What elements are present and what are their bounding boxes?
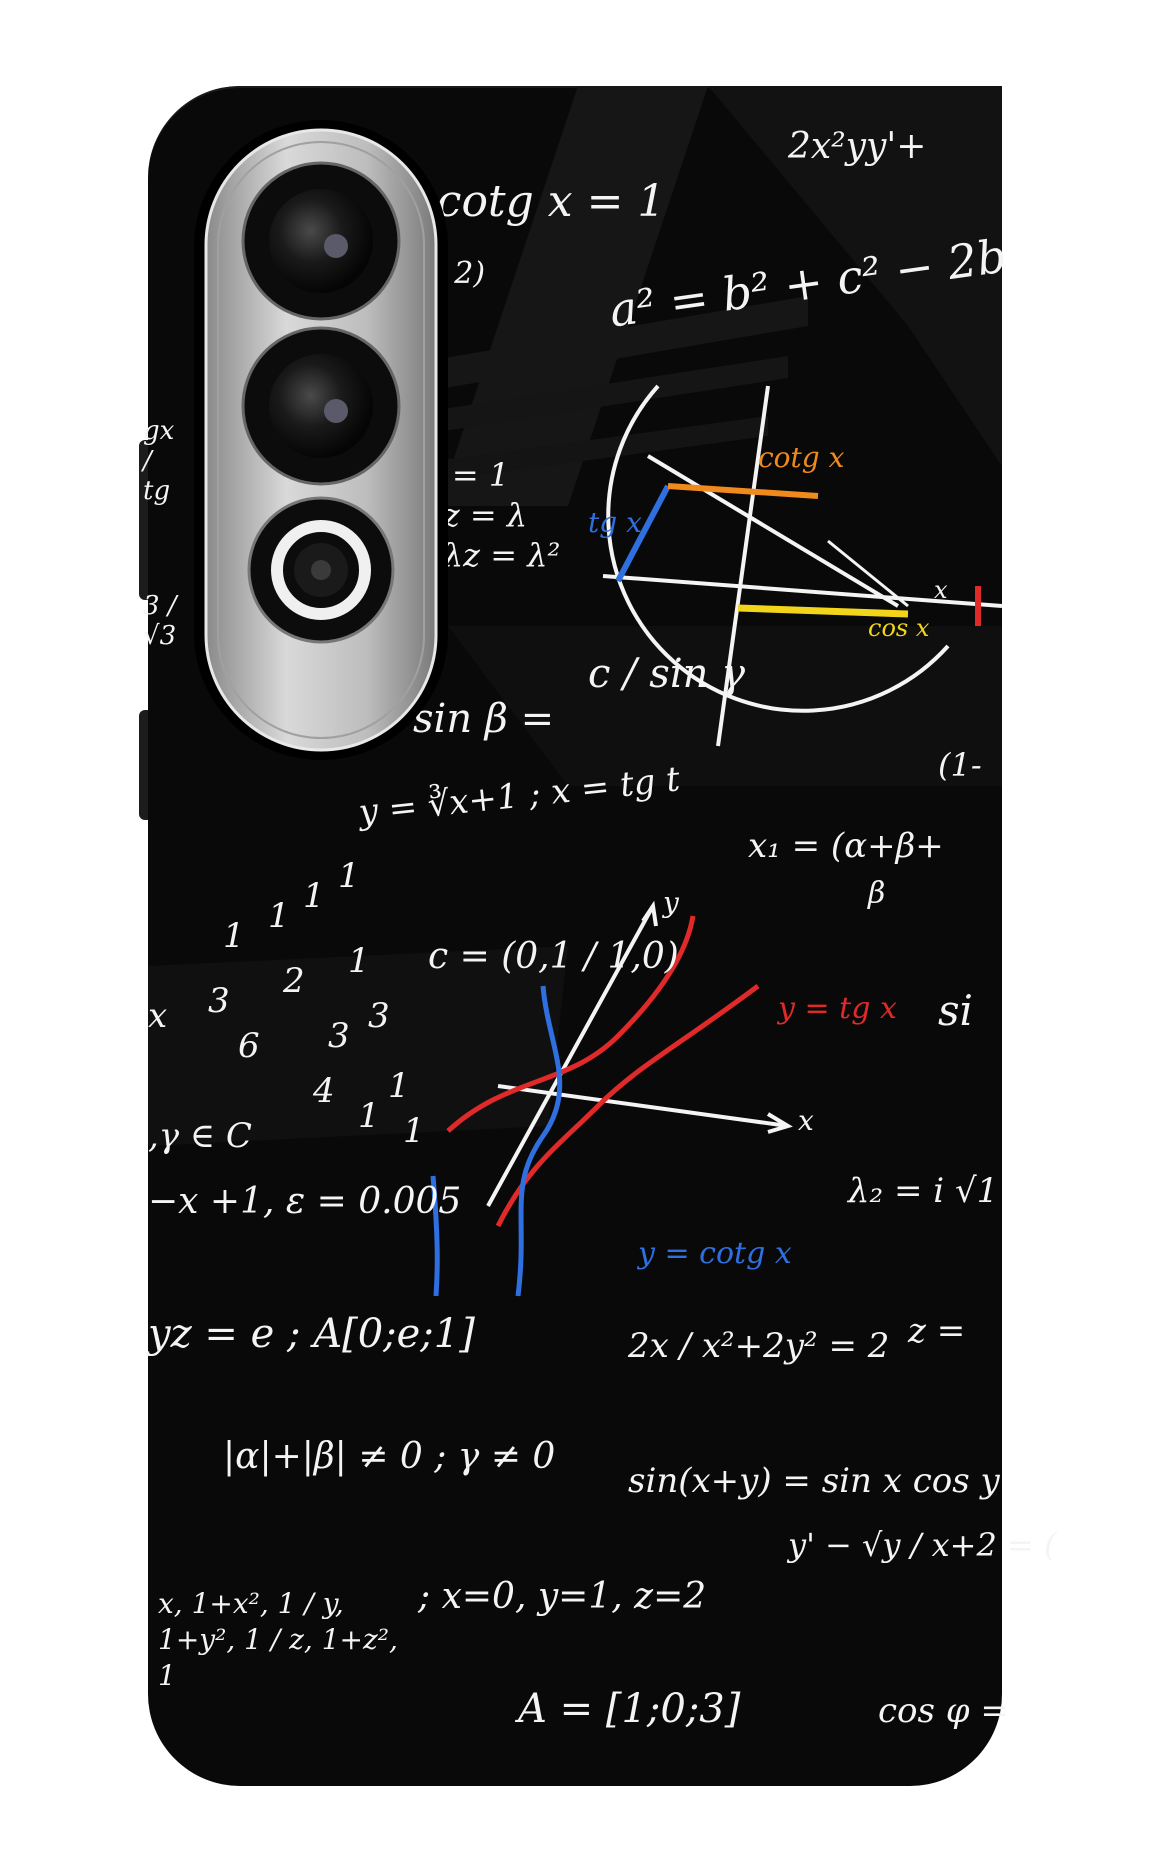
- digit: 1: [348, 941, 370, 981]
- equation: ,γ ∈ C: [148, 1116, 252, 1156]
- equation: −x +1, ε = 0.005: [148, 1181, 462, 1222]
- equation: x₁ = (α+β+: [748, 826, 944, 866]
- digit: 1: [303, 876, 325, 916]
- equation: gx / tg: [143, 416, 175, 506]
- digit: 1: [403, 1111, 425, 1151]
- unit-circle-diagram: [602, 384, 1003, 747]
- digit: 3: [208, 981, 230, 1021]
- graph-label: cos x: [868, 614, 930, 642]
- camera-lens-icon: [241, 161, 401, 321]
- equation: (1-: [938, 746, 982, 784]
- equation: β: [868, 876, 886, 911]
- digit: 2: [283, 961, 305, 1001]
- digit: 3: [328, 1016, 350, 1056]
- background-shading: [148, 86, 1002, 1146]
- equation: cos φ =: [878, 1691, 1009, 1731]
- camera-module: [194, 120, 448, 760]
- digit: 1: [268, 896, 290, 936]
- equation: yz = e ; A[0;e;1]: [148, 1311, 475, 1357]
- digit: 3: [368, 996, 390, 1036]
- equation: λ₂ = i √1: [848, 1171, 999, 1211]
- graph-label: y = cotg x: [638, 1236, 792, 1271]
- equation: A = [1;0;3]: [518, 1686, 741, 1732]
- graph-label: y: [663, 886, 679, 919]
- equation: sin(x+y) = sin x cos y: [628, 1461, 1000, 1501]
- equation: ; x=0, y=1, z=2: [418, 1576, 707, 1617]
- digit: 1: [338, 856, 360, 896]
- graph-label: cotg x: [758, 441, 845, 474]
- digit: 1: [358, 1096, 380, 1136]
- equation: 2x²yy'+: [788, 126, 927, 167]
- equation: si: [938, 986, 973, 1035]
- equation: c = (0,1 / 1,0): [428, 936, 679, 977]
- digit: 1: [223, 916, 245, 956]
- equation: x, 1+x², 1 / y, 1+y², 1 / z, 1+z², 1: [158, 1587, 398, 1692]
- equation: 3 / √3: [143, 591, 177, 651]
- flash-ring-icon: [247, 496, 395, 644]
- camera-lens-icon: [241, 326, 401, 486]
- graph-label: tg x: [588, 506, 642, 539]
- equation: c / sin γ: [588, 651, 746, 697]
- digit: 4: [313, 1071, 335, 1111]
- digit: x: [148, 996, 168, 1036]
- graph-label: y = tg x: [778, 991, 897, 1026]
- equation: y' − √y / x+2 = (: [788, 1526, 1057, 1564]
- graph-label: x: [798, 1104, 814, 1137]
- digit: 1: [388, 1066, 410, 1106]
- equation: sin β =: [413, 696, 555, 742]
- graph-label: x: [934, 576, 948, 604]
- phone-case: x·cotg x = 1 2x²yy'+ a² = b² + c² − 2b 0…: [143, 86, 1056, 1786]
- equation: 2x / x²+2y² = 2: [628, 1326, 890, 1366]
- tangent-graph: [430, 900, 793, 1297]
- digit: 6: [238, 1026, 260, 1066]
- equation: |α|+|β| ≠ 0 ; γ ≠ 0: [223, 1436, 556, 1477]
- equation: z =: [908, 1311, 966, 1351]
